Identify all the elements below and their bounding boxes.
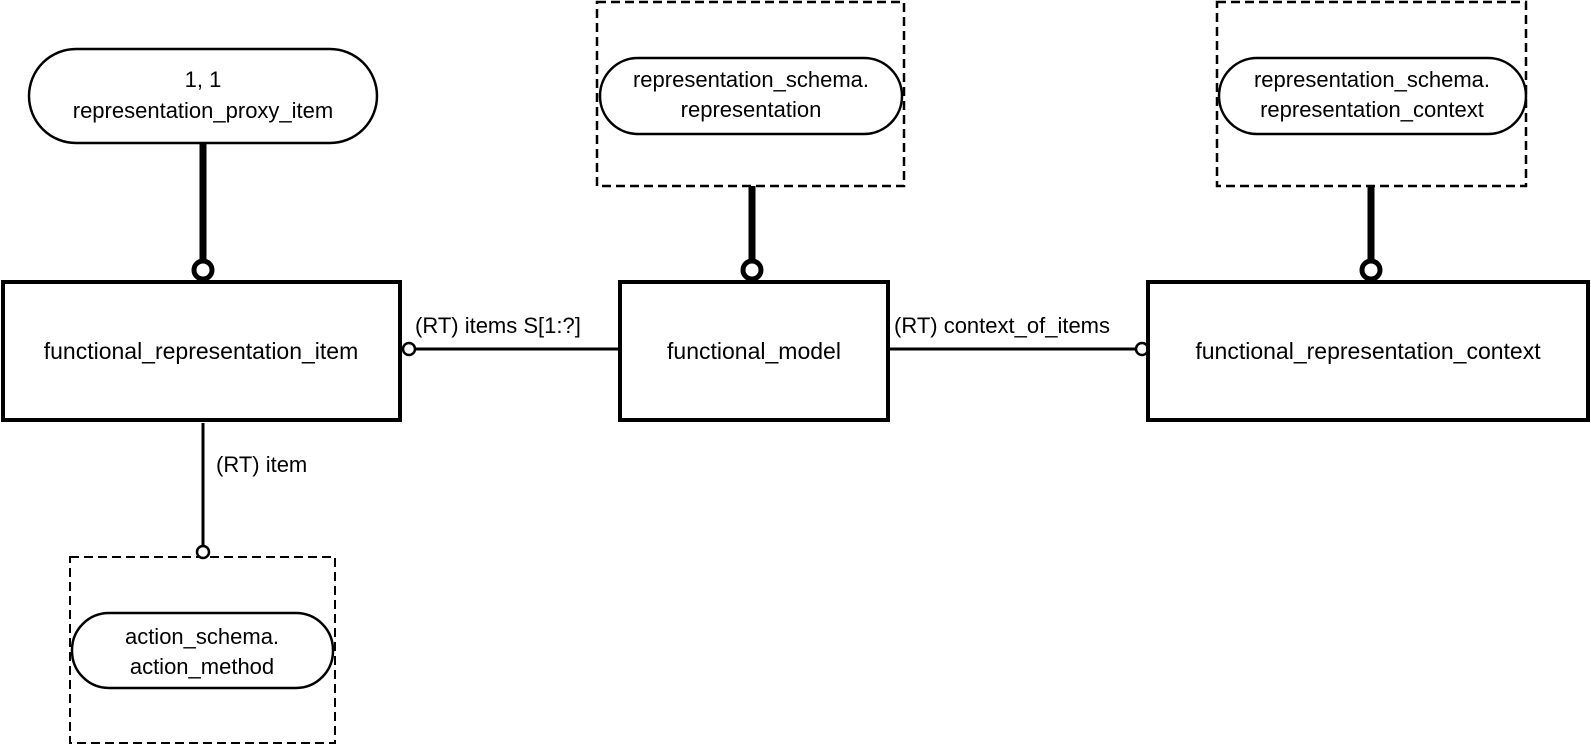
- reference-schema-label: representation_schema.: [1254, 67, 1490, 92]
- items-relation-circle: [401, 341, 417, 357]
- reference-representation[interactable]: representation_schema. representation: [598, 56, 904, 136]
- item-relation-circle: [195, 544, 211, 560]
- context-of-items-relation-label: (RT) context_of_items: [894, 313, 1110, 338]
- reference-action-method[interactable]: action_schema. action_method: [70, 611, 335, 690]
- entity-functional-representation-context[interactable]: functional_representation_context: [1146, 280, 1590, 422]
- reference-count: 1, 1: [185, 67, 222, 92]
- entity-label: functional_model: [667, 338, 841, 364]
- reference-label: action_method: [130, 654, 274, 679]
- entity-functional-model[interactable]: functional_model: [618, 280, 890, 422]
- reference-representation-proxy-item[interactable]: 1, 1 representation_proxy_item: [27, 47, 379, 145]
- entity-functional-representation-item[interactable]: functional_representation_item: [1, 280, 402, 422]
- proxy-subtype-circle: [191, 258, 215, 282]
- reference-label: representation_context: [1260, 97, 1484, 122]
- items-relation-label: (RT) items S[1:?]: [415, 313, 581, 338]
- reference-label: representation_proxy_item: [73, 98, 333, 123]
- entity-label: functional_representation_item: [44, 338, 359, 364]
- reference-label: representation: [681, 97, 822, 122]
- context-subtype-circle: [1359, 258, 1383, 282]
- reference-schema-label: action_schema.: [125, 624, 279, 649]
- representation-subtype-circle: [740, 258, 764, 282]
- reference-schema-label: representation_schema.: [633, 67, 869, 92]
- entity-label: functional_representation_context: [1195, 338, 1541, 364]
- reference-representation-context[interactable]: representation_schema. representation_co…: [1217, 56, 1528, 136]
- item-relation-label: (RT) item: [216, 452, 307, 477]
